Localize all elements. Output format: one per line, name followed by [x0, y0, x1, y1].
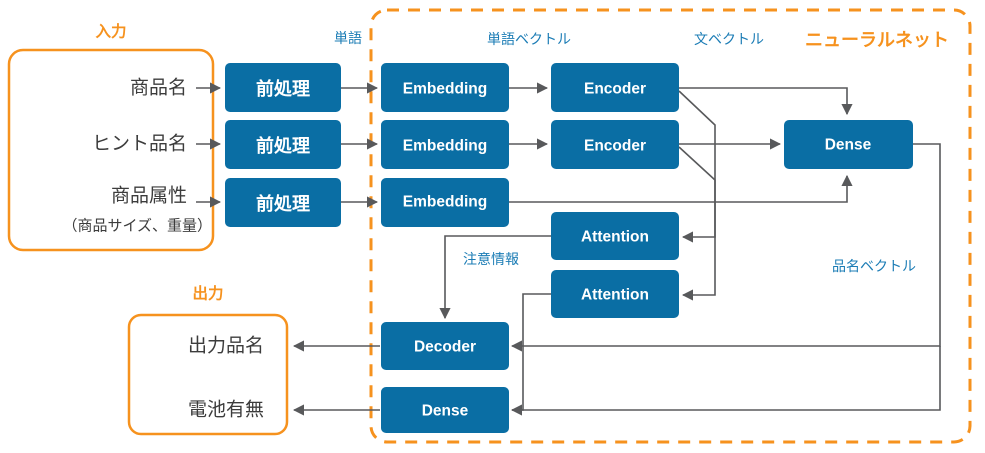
connector-dense-top-to-decoder	[510, 143, 941, 352]
block-attention-2[interactable]: Attention	[551, 270, 679, 318]
output-group-title: 出力	[192, 284, 223, 303]
input-label-item-attribute: 商品属性	[111, 185, 187, 207]
output-label-battery: 電池有無	[188, 399, 264, 421]
input-group-box	[7, 48, 215, 252]
connector-dense-top-rail-to-dense-bottom	[512, 346, 941, 411]
neural-net-title: ニューラルネット	[805, 30, 949, 50]
edge-label-word-vector: 単語ベクトル	[487, 31, 571, 47]
block-preprocess-3[interactable]: 前処理	[225, 178, 341, 227]
block-preprocess-3-label: 前処理	[256, 193, 310, 214]
block-decoder[interactable]: Decoder	[381, 322, 509, 370]
input-label-item-name: 商品名	[130, 77, 187, 99]
input-group-title: 入力	[95, 22, 126, 41]
block-dense-bottom[interactable]: Dense	[381, 387, 509, 433]
block-embedding-3[interactable]: Embedding	[381, 178, 509, 227]
block-embedding-2-label: Embedding	[403, 138, 487, 155]
block-encoder-2[interactable]: Encoder	[551, 120, 679, 169]
edge-label-word: 単語	[334, 30, 362, 46]
block-decoder-label: Decoder	[414, 339, 476, 356]
block-embedding-3-label: Embedding	[403, 194, 487, 211]
connector-attention1-to-decoder	[439, 235, 551, 320]
connector-embedding3-to-dense-top	[509, 174, 853, 203]
block-preprocess-1-label: 前処理	[256, 78, 310, 99]
block-encoder-1[interactable]: Encoder	[551, 63, 679, 112]
block-encoder-2-label: Encoder	[584, 138, 646, 155]
input-label-item-attribute-detail: （商品サイズ、重量）	[62, 218, 212, 235]
block-dense-bottom-label: Dense	[422, 403, 469, 420]
block-dense-top[interactable]: Dense	[784, 120, 913, 169]
input-label-hint-item-name: ヒント品名	[92, 133, 187, 155]
block-preprocess-2[interactable]: 前処理	[225, 120, 341, 169]
output-label-item-name: 出力品名	[188, 335, 264, 357]
edge-label-sentence-vector: 文ベクトル	[694, 31, 764, 47]
block-encoder-1-label: Encoder	[584, 81, 646, 98]
block-embedding-1-label: Embedding	[403, 81, 487, 98]
edge-label-attention-info: 注意情報	[463, 251, 519, 267]
edge-label-item-name-vector: 品名ベクトル	[832, 258, 916, 274]
block-attention-1-label: Attention	[581, 229, 649, 246]
connector-encoder2-to-attention1	[678, 146, 716, 243]
neural-net-boundary	[369, 8, 972, 444]
block-embedding-2[interactable]: Embedding	[381, 120, 509, 169]
connector-encoder1-to-dense-top	[679, 87, 853, 116]
block-attention-1[interactable]: Attention	[551, 212, 679, 260]
block-dense-top-label: Dense	[825, 137, 872, 154]
output-group-box	[127, 313, 289, 436]
block-preprocess-2-label: 前処理	[256, 135, 310, 156]
block-attention-2-label: Attention	[581, 287, 649, 304]
block-preprocess-1[interactable]: 前処理	[225, 63, 341, 112]
block-embedding-1[interactable]: Embedding	[381, 63, 509, 112]
